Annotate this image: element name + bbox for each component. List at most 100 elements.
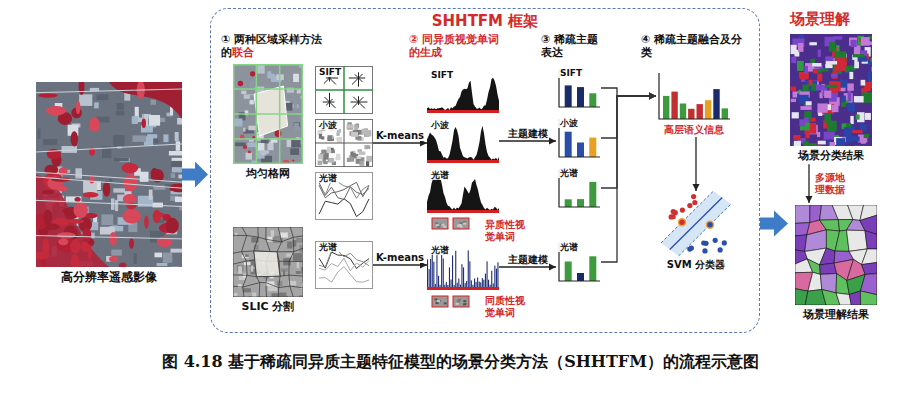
illustration-shape [251, 265, 253, 271]
arrow-head [649, 93, 656, 100]
illustration-shape [849, 72, 853, 79]
illustration-shape [358, 78, 359, 87]
illustration-shape [680, 104, 686, 120]
illustration-shape [850, 116, 853, 124]
illustration-shape [367, 145, 371, 149]
illustration-shape [321, 150, 326, 153]
illustration-shape [817, 73, 822, 81]
illustration-shape [589, 256, 596, 281]
illustration-shape [75, 197, 81, 202]
illustration-shape [872, 67, 873, 72]
illustration-shape [82, 228, 91, 242]
illustration-shape [485, 274, 486, 287]
illustration-shape [241, 91, 246, 94]
illustration-shape [688, 109, 694, 119]
label-box: 同质性视觉单词 [485, 295, 533, 319]
illustration-shape [825, 85, 836, 88]
illustration-shape [330, 78, 339, 79]
illustration-shape [238, 284, 242, 288]
illustration-shape [460, 222, 463, 224]
connector-line [373, 264, 427, 265]
illustration-shape [825, 56, 833, 61]
illustration-shape [166, 218, 179, 234]
illustration-shape [260, 150, 269, 153]
arrow-head [549, 138, 556, 145]
illustration-shape [659, 73, 730, 119]
connector-line [499, 266, 556, 267]
topic-chart: 小波 [556, 117, 601, 159]
illustration-shape [460, 285, 461, 287]
illustration-shape [242, 255, 249, 258]
illustration-shape [243, 288, 251, 292]
illustration-shape [868, 61, 872, 65]
illustration-shape [852, 130, 862, 133]
illustration-shape [140, 172, 149, 182]
illustration-shape [352, 78, 359, 85]
illustration-shape [321, 136, 324, 139]
illustration-shape [119, 263, 127, 267]
illustration-shape [427, 126, 499, 160]
illustration-shape [242, 227, 248, 297]
illustration-shape [157, 263, 168, 266]
illustration-shape [438, 276, 439, 287]
illustration-shape [132, 116, 138, 124]
illustration-shape [175, 132, 179, 141]
illustration-shape [453, 296, 469, 307]
connector [693, 137, 700, 191]
illustration-shape [36, 89, 182, 93]
illustration-shape [233, 235, 303, 241]
illustration-shape [848, 91, 852, 101]
illustration-shape [436, 302, 439, 304]
illustration-shape [153, 210, 161, 223]
illustration-shape [433, 262, 434, 287]
illustration-shape [430, 259, 431, 287]
connector [182, 162, 208, 188]
illustration-shape [367, 131, 372, 137]
illustration-shape [294, 100, 297, 108]
illustration-shape [477, 278, 478, 288]
connector-line [499, 140, 556, 141]
illustration-shape [116, 111, 124, 115]
connector [601, 88, 656, 100]
illustration-shape [129, 238, 134, 249]
illustration-shape [663, 96, 669, 119]
node-label: 场景理解结果 [795, 308, 877, 321]
illustration-shape [469, 261, 470, 287]
illustration-shape [359, 102, 368, 103]
illustration-shape [855, 145, 860, 146]
illustration-shape [292, 159, 294, 161]
illustration-shape [457, 300, 460, 302]
svm-classifier: SVM 分类器 [661, 191, 731, 271]
illustration-shape [707, 221, 714, 228]
illustration-shape [319, 199, 369, 217]
illustration-shape [337, 137, 342, 143]
illustration-shape [850, 137, 860, 142]
illustration-shape [46, 106, 66, 115]
illustration-shape [868, 72, 871, 82]
connector-line [601, 96, 656, 262]
under-illustration [795, 205, 877, 305]
illustration-shape [355, 74, 359, 78]
flow-arrow [182, 162, 208, 188]
illustration-shape [860, 145, 870, 146]
illustration-shape [836, 138, 845, 146]
illustration-shape [233, 227, 234, 297]
illustration-shape [820, 92, 823, 98]
illustration-shape [328, 158, 334, 163]
illustration-shape [328, 135, 333, 140]
illustration-shape [455, 251, 456, 287]
fusion-chart: 高层语义信息 [656, 71, 731, 136]
illustration-shape [275, 130, 282, 137]
illustration-shape [103, 181, 110, 196]
illustration-shape [862, 249, 877, 265]
illustration-shape [233, 227, 303, 297]
illustration-shape [123, 174, 137, 191]
illustration-shape [671, 214, 676, 219]
illustration-shape [865, 231, 877, 249]
illustration-shape [278, 293, 286, 297]
illustration-shape [577, 273, 584, 281]
illustration-shape [297, 262, 299, 268]
step-heading: ② 同异质视觉单词的生成 [409, 33, 499, 59]
illustration-shape [790, 87, 796, 91]
illustration-shape [289, 227, 294, 297]
